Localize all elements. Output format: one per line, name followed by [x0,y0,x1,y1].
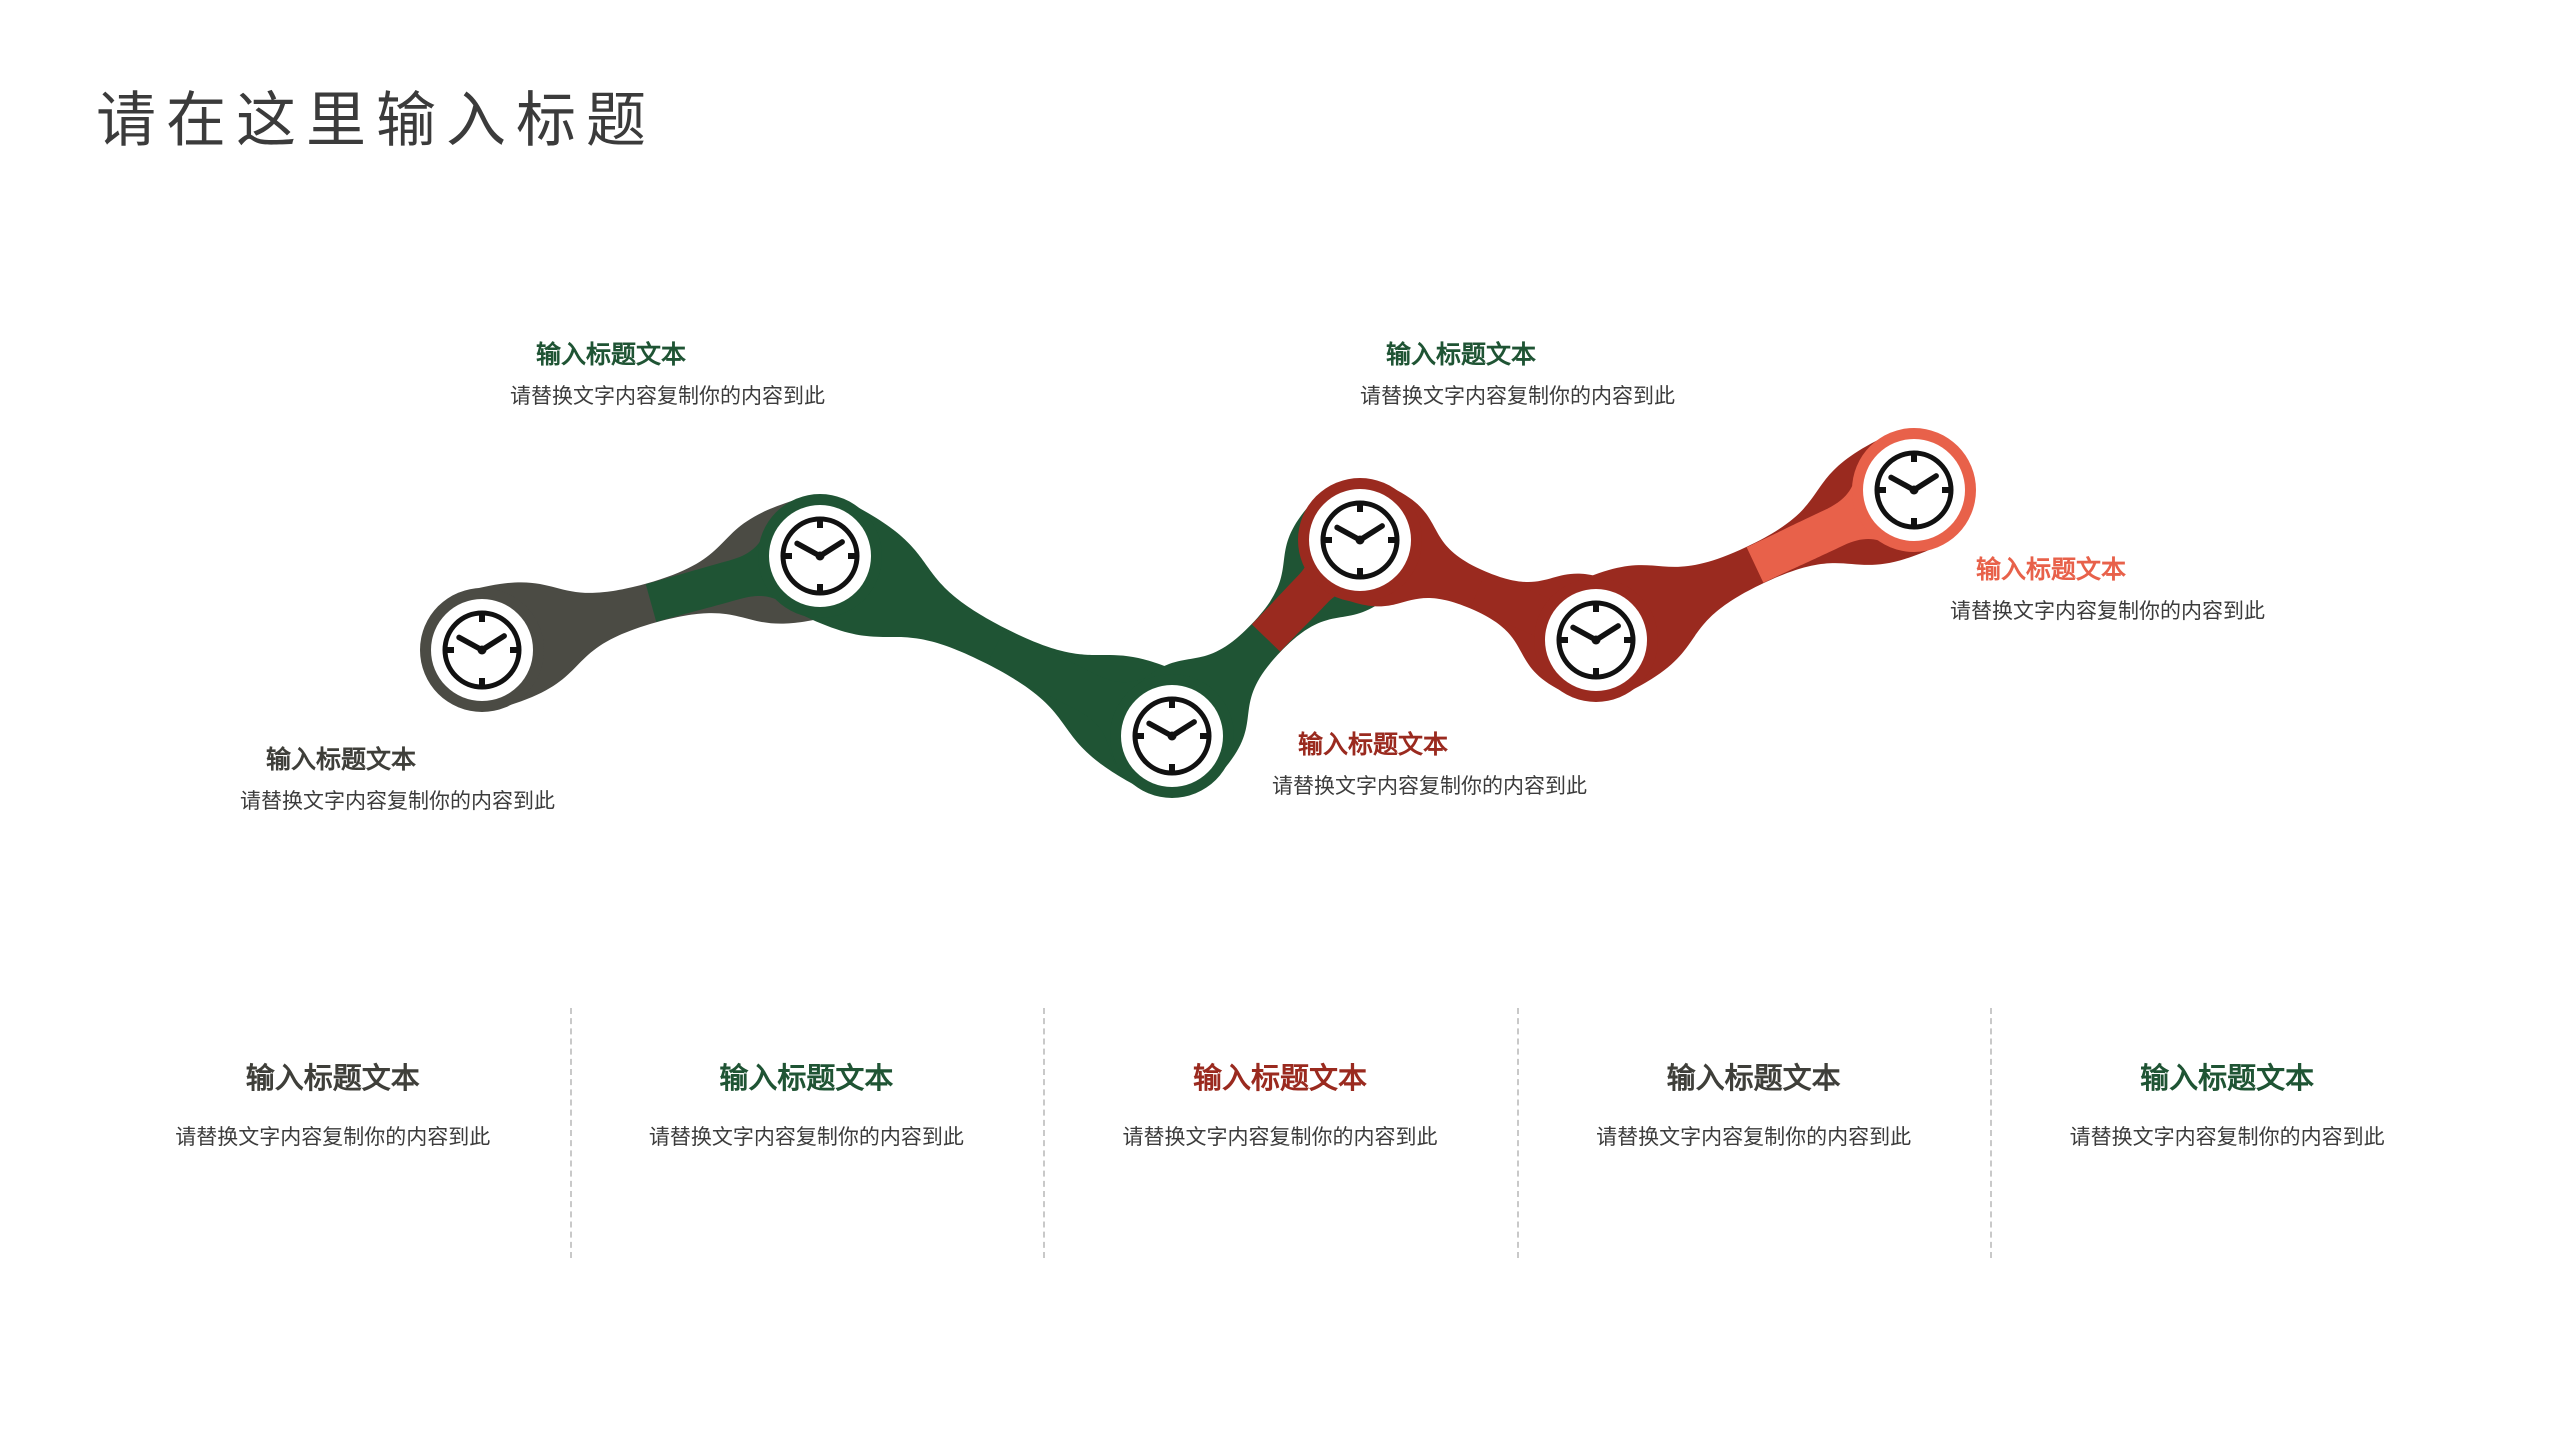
callout-2: 输入标题文本请替换文字内容复制你的内容到此 [510,340,825,409]
ribbon-segment-1-tail [645,497,837,622]
bottom-item-4: 输入标题文本请替换文字内容复制你的内容到此 [1516,1008,1991,1258]
callout-title: 输入标题文本 [266,746,417,774]
node-inner-disc [431,599,533,701]
clock-icon [442,610,522,690]
ribbon-segment-4 [1336,484,1620,696]
callout-title: 输入标题文本 [1976,556,2127,584]
bottom-strip: 输入标题文本请替换文字内容复制你的内容到此输入标题文本请替换文字内容复制你的内容… [96,1008,2464,1258]
callout-4: 输入标题文本请替换文字内容复制你的内容到此 [1360,340,1675,409]
callout-title: 输入标题文本 [536,341,687,369]
bottom-item-description: 请替换文字内容复制你的内容到此 [175,1125,491,1149]
callout-description: 请替换文字内容复制你的内容到此 [1950,600,2265,623]
bottom-item-5: 输入标题文本请替换文字内容复制你的内容到此 [1990,1008,2464,1258]
bottom-item-title: 输入标题文本 [245,1063,420,1095]
node-inner-disc [1121,685,1223,787]
callout-1: 输入标题文本请替换文字内容复制你的内容到此 [240,745,555,814]
ribbon-nodes [420,428,1976,798]
node-ring [758,494,882,618]
callout-3: 输入标题文本请替换文字内容复制你的内容到此 [1272,730,1587,799]
ribbon-segment-5-tail [1746,435,1940,583]
clock-icon [780,516,860,596]
node-inner-disc [769,505,871,607]
bottom-item-title: 输入标题文本 [1666,1063,1841,1095]
node-inner-disc [1309,489,1411,591]
node-ring [1298,478,1422,602]
node-inner-disc [1863,439,1965,541]
page-title: 请在这里输入标题 [96,87,656,155]
callout-description: 请替换文字内容复制你的内容到此 [1360,385,1675,408]
ribbon-bands [465,435,1940,791]
ribbon-segment-2-tail [987,628,1200,791]
clock-icon [1874,450,1954,530]
node-inner-disc [1545,589,1647,691]
bottom-item-description: 请替换文字内容复制你的内容到此 [648,1125,964,1149]
bottom-item-1: 输入标题文本请替换文字内容复制你的内容到此 [96,1020,570,1250]
callout-description: 请替换文字内容复制你的内容到此 [240,790,555,813]
callout-description: 请替换文字内容复制你的内容到此 [510,385,825,408]
node-ring [1534,578,1658,702]
clock-icon [1320,500,1400,580]
callout-description: 请替换文字内容复制你的内容到此 [1272,775,1587,798]
ribbon-segment-2 [792,501,1200,791]
timeline-node-4[interactable] [1298,478,1422,602]
callout-5: 输入标题文本请替换文字内容复制你的内容到此 [1950,555,2265,624]
bottom-item-title: 输入标题文本 [719,1063,894,1095]
ribbon-segment-4-tail [1470,571,1620,696]
bottom-item-3: 输入标题文本请替换文字内容复制你的内容到此 [1043,1008,1517,1258]
node-ring [420,588,544,712]
bottom-item-description: 请替换文字内容复制你的内容到此 [1596,1125,1912,1149]
node-ring [1852,428,1976,552]
timeline-node-3[interactable] [1110,674,1234,798]
callout-title: 输入标题文本 [1298,731,1449,759]
clock-icon [1132,696,1212,776]
callout-title: 输入标题文本 [1386,341,1537,369]
node-ring [1110,674,1234,798]
bottom-item-title: 输入标题文本 [1192,1063,1367,1095]
ribbon-segment-3-tail [1251,497,1404,652]
ribbon-segment-1 [465,497,837,709]
timeline-node-2[interactable] [758,494,882,618]
timeline-node-1[interactable] [420,588,544,712]
bottom-item-title: 输入标题文本 [2140,1063,2315,1095]
timeline-node-6[interactable] [1852,428,1976,552]
bottom-item-description: 请替换文字内容复制你的内容到此 [1122,1125,1438,1149]
timeline-node-5[interactable] [1534,578,1658,702]
ribbon-segment-5 [1570,435,1940,695]
bottom-item-2: 输入标题文本请替换文字内容复制你的内容到此 [569,1008,1044,1258]
bottom-item-description: 请替换文字内容复制你的内容到此 [2069,1125,2385,1149]
clock-icon [1556,600,1636,680]
